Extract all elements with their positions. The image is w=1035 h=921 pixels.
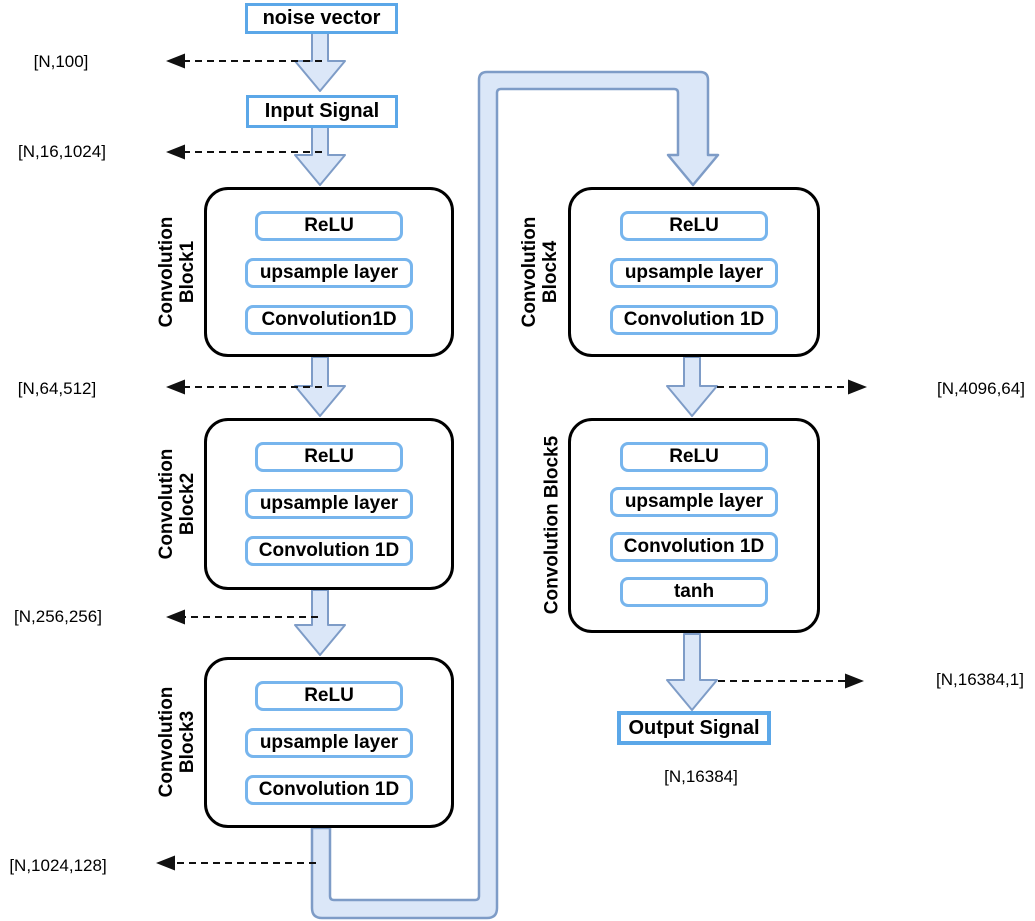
arrow-block4-to-block5 xyxy=(666,356,718,417)
arrow-block2-to-block3 xyxy=(294,589,346,656)
upsample-layer: upsample layer xyxy=(610,487,778,517)
convolution-block3-label: Convolution Block3 xyxy=(156,687,198,798)
dim-label-n100: [N,100] xyxy=(33,52,89,71)
convolution-block1: ReLU upsample layer Convolution1D xyxy=(204,187,454,357)
upsample-layer: upsample layer xyxy=(245,258,413,288)
dim-label-n16384-1: [N,16384,1] xyxy=(936,670,1024,689)
dashed-arrowhead-n256-256 xyxy=(166,609,185,625)
relu-layer: ReLU xyxy=(255,442,403,472)
convolution-block2-label: Convolution Block2 xyxy=(156,449,198,560)
relu-layer: ReLU xyxy=(620,442,768,472)
dashed-arrowhead-n64-512 xyxy=(166,379,185,395)
arrow-input-to-block1 xyxy=(294,126,346,186)
dashed-arrowhead-n16-1024 xyxy=(166,144,185,160)
output-signal-node: Output Signal xyxy=(617,711,771,745)
upsample-layer: upsample layer xyxy=(610,258,778,288)
relu-layer: ReLU xyxy=(620,211,768,241)
relu-layer: ReLU xyxy=(255,681,403,711)
convolution-block1-label: Convolution Block1 xyxy=(156,217,198,328)
convolution1d-layer: Convolution 1D xyxy=(610,305,778,335)
block3-label-line2: Block3 xyxy=(177,710,198,774)
input-signal-node: Input Signal xyxy=(246,95,398,128)
block2-label-line1: Convolution xyxy=(156,448,177,560)
convolution1d-layer: Convolution 1D xyxy=(245,536,413,566)
pipe-block3-to-block4 xyxy=(310,70,720,920)
dim-label-n16-1024: [N,16,1024] xyxy=(18,142,106,161)
upsample-layer: upsample layer xyxy=(245,728,413,758)
convolution-block3: ReLU upsample layer Convolution 1D xyxy=(204,657,454,828)
tanh-layer: tanh xyxy=(620,577,768,607)
block1-label-line1: Convolution xyxy=(156,216,177,328)
convolution1d-layer: Convolution 1D xyxy=(245,775,413,805)
dim-label-n256-256: [N,256,256] xyxy=(14,607,102,626)
convolution-block5-label: Convolution Block5 xyxy=(542,436,563,614)
convolution-block4: ReLU upsample layer Convolution 1D xyxy=(568,187,820,357)
upsample-layer: upsample layer xyxy=(245,489,413,519)
noise-vector-node: noise vector xyxy=(245,3,398,34)
dashed-arrowhead-n1024-128 xyxy=(156,855,175,871)
dashed-arrowhead-n16384-1 xyxy=(845,673,864,689)
block4-label-line2: Block4 xyxy=(540,240,561,304)
relu-layer: ReLU xyxy=(255,211,403,241)
dashed-arrowhead-n100 xyxy=(166,53,185,69)
dim-label-n1024-128: [N,1024,128] xyxy=(9,856,107,875)
block2-label-line2: Block2 xyxy=(177,472,198,536)
dim-label-n16384: [N,16384] xyxy=(664,767,738,786)
dim-label-n4096-64: [N,4096,64] xyxy=(937,379,1025,398)
convolution1d-layer: Convolution 1D xyxy=(610,532,778,562)
dashed-arrowhead-n4096-64 xyxy=(848,379,867,395)
convolution-block4-label: Convolution Block4 xyxy=(519,217,561,328)
block5-label-line1: Convolution Block5 xyxy=(541,435,563,615)
convolution1d-layer: Convolution1D xyxy=(245,305,413,335)
convolution-block2: ReLU upsample layer Convolution 1D xyxy=(204,418,454,590)
dim-label-n64-512: [N,64,512] xyxy=(17,379,97,398)
block3-label-line1: Convolution xyxy=(156,686,177,798)
convolution-block5: ReLU upsample layer Convolution 1D tanh xyxy=(568,418,820,633)
block4-label-line1: Convolution xyxy=(519,216,540,328)
block1-label-line2: Block1 xyxy=(177,240,198,304)
arrow-block5-to-output xyxy=(666,633,718,711)
